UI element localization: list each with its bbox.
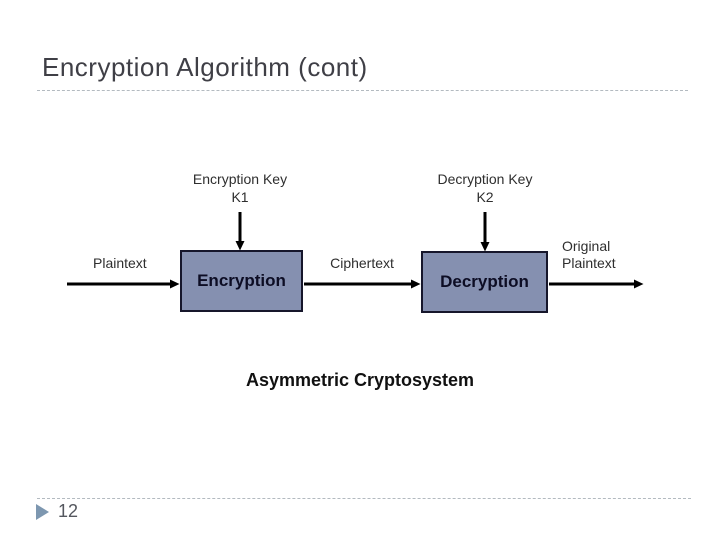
encryption-box-label: Encryption — [197, 271, 286, 290]
page-number-triangle-icon — [36, 504, 49, 520]
encryption-key-name: K1 — [231, 189, 249, 205]
decryption-key-name: K2 — [476, 189, 494, 205]
title-divider — [37, 90, 688, 91]
ciphertext-label: Ciphertext — [330, 255, 394, 271]
slide-title: Encryption Algorithm (cont) — [42, 52, 368, 82]
decryption-box-label: Decryption — [440, 272, 529, 291]
original-plaintext-label: Original Plaintext — [562, 238, 616, 272]
encryption-key-text: Encryption Key — [192, 171, 288, 187]
footer-divider — [37, 498, 691, 499]
decryption-key-text: Decryption Key — [437, 171, 533, 187]
decryption-key-label: Decryption Key K2 — [395, 170, 575, 206]
plaintext-label: Plaintext — [93, 255, 147, 271]
diagram-caption: Asymmetric Cryptosystem — [245, 370, 475, 390]
encryption-key-label: Encryption Key K1 — [150, 170, 330, 206]
page-number: 12 — [58, 501, 79, 521]
original-plaintext-line1: Original — [562, 238, 611, 254]
original-plaintext-line2: Plaintext — [562, 255, 616, 271]
encryption-process-box: Encryption — [180, 250, 303, 312]
decryption-process-box: Decryption — [421, 251, 548, 313]
